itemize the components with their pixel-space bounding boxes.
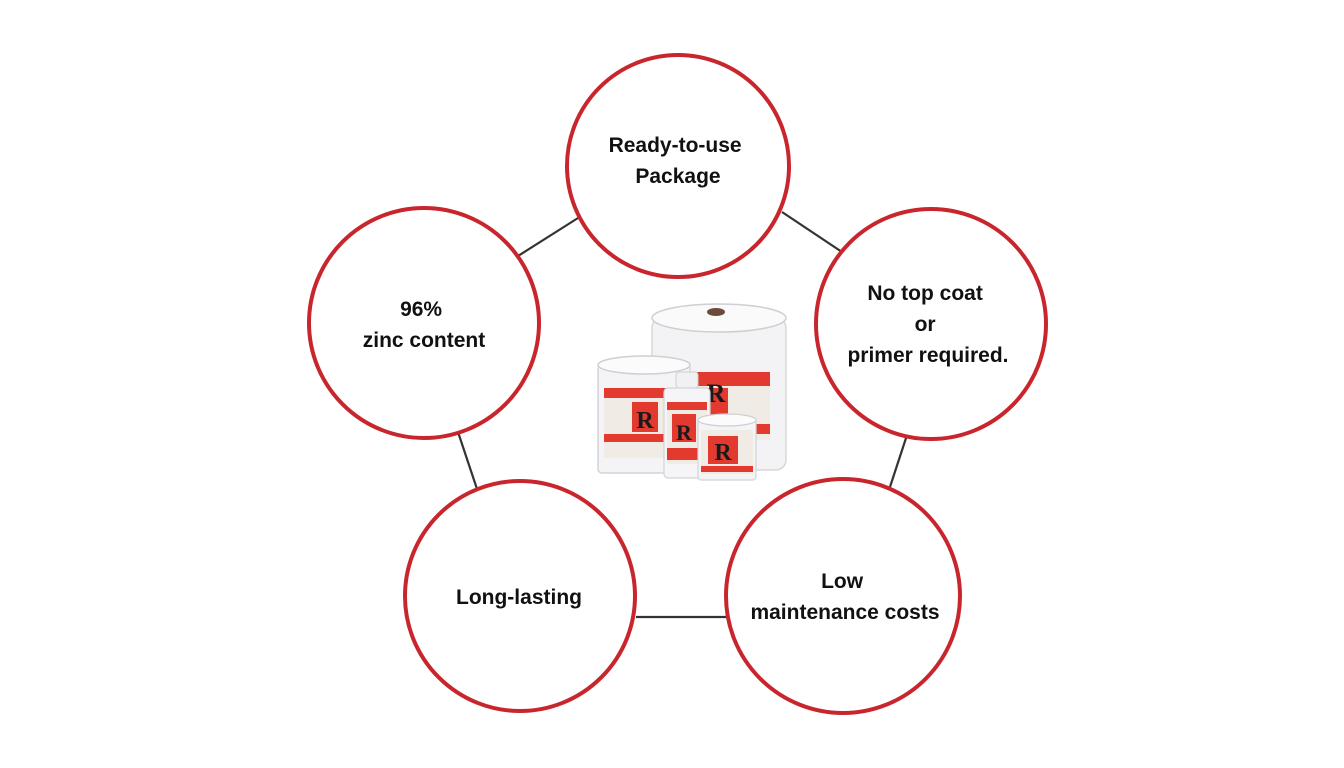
product-cans-image: R R R R: [597, 303, 787, 481]
node-label-line: No top coat: [867, 282, 983, 305]
node-no-top-coat: No top coat or primer required.: [814, 207, 1048, 441]
node-label-line: or: [915, 313, 936, 336]
node-zinc-content-circle: [307, 206, 541, 440]
node-ready-to-use-label: Ready-to-use Package: [609, 134, 748, 188]
small-bottle-logo: R: [676, 420, 693, 445]
node-ready-to-use-circle: [565, 53, 791, 279]
node-label-line: Ready-to-use: [609, 134, 742, 157]
connector-longlasting-to-zinc: [456, 431, 480, 493]
node-zinc-content-label: 96% zinc content: [363, 298, 486, 352]
node-label-line: maintenance costs: [750, 601, 939, 624]
connectors: [456, 211, 910, 619]
node-no-top-coat-circle: [814, 207, 1048, 441]
node-label-line: Package: [635, 165, 720, 188]
node-long-lasting-circle: [403, 479, 637, 713]
connector-ready-to-topcoat: [781, 211, 846, 255]
node-label-line: Low: [821, 570, 864, 593]
node-long-lasting-label: Long-lasting: [456, 586, 582, 609]
small-can: R: [697, 413, 757, 481]
node-label-line: Long-lasting: [456, 586, 582, 609]
node-low-maintenance: Low maintenance costs: [724, 477, 962, 715]
node-ready-to-use: Ready-to-use Package: [565, 53, 791, 279]
medium-can-logo: R: [636, 408, 654, 434]
node-long-lasting: Long-lasting: [403, 479, 637, 713]
connector-zinc-to-ready: [517, 217, 579, 257]
node-label-line: 96%: [400, 298, 442, 321]
node-label-line: primer required.: [847, 344, 1008, 367]
node-low-maintenance-circle: [724, 477, 962, 715]
node-label-line: zinc content: [363, 329, 486, 352]
large-pail-logo: R: [707, 379, 726, 408]
connector-topcoat-to-maintenance: [886, 431, 910, 494]
node-low-maintenance-label: Low maintenance costs: [750, 570, 939, 624]
node-zinc-content: 96% zinc content: [307, 206, 541, 440]
node-no-top-coat-label: No top coat or primer required.: [847, 282, 1008, 367]
small-can-logo: R: [714, 440, 732, 466]
